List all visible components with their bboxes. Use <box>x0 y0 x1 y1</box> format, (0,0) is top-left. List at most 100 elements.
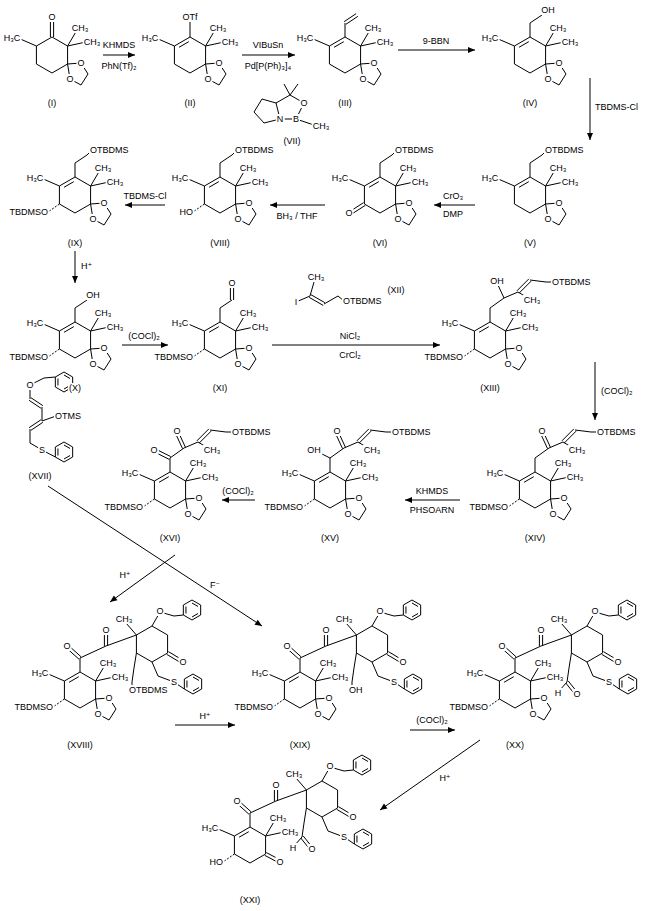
bond-line <box>193 349 204 357</box>
bond-line <box>345 64 361 73</box>
bond-line <box>621 681 622 688</box>
atom-label: O <box>313 709 322 719</box>
reaction-arrow <box>398 47 475 53</box>
bond-line <box>193 204 204 212</box>
reagent-label: H⁺ <box>198 711 211 721</box>
compound-structure: OHCH₃OTBDMSH₃CCH₃CH₃TBDMSOOO(XIII) <box>421 274 594 395</box>
atom-label: O <box>155 606 164 616</box>
bond-line <box>519 499 535 508</box>
bond-line <box>587 626 603 635</box>
bond-line <box>204 186 205 204</box>
bond-line <box>404 674 413 679</box>
bond-line <box>564 509 571 520</box>
bond-line <box>326 635 356 646</box>
atom-label: O <box>548 509 557 519</box>
bond-line <box>276 95 290 103</box>
bond-line <box>352 668 354 682</box>
atom-label: H₃C <box>281 468 300 478</box>
bond-line <box>30 429 31 443</box>
bond-line <box>306 808 322 817</box>
atom-label: CH₃ <box>203 445 222 455</box>
atom-label: S <box>390 677 398 687</box>
compound-number: (XI) <box>212 383 229 393</box>
compound-number: (II) <box>184 98 197 108</box>
bond-line <box>575 430 591 432</box>
atom-label: OTf <box>182 12 199 22</box>
bond-line <box>75 300 87 308</box>
atom-label: TBDMSO <box>153 352 194 362</box>
atom-label: TBDMSO <box>13 702 54 712</box>
arrowhead <box>110 595 117 602</box>
bond-line <box>284 681 285 699</box>
atom-label: CH₃ <box>221 37 240 47</box>
bond-line <box>159 477 169 483</box>
bond-line <box>254 112 264 123</box>
bond-line <box>185 481 186 499</box>
reagent-label: VIBuSn <box>252 40 285 50</box>
bond-line <box>519 481 520 499</box>
bond-line <box>514 204 530 213</box>
bond-line <box>233 287 234 300</box>
atom-label: O <box>325 761 334 771</box>
bond-line <box>409 214 416 225</box>
bond-line <box>302 823 304 837</box>
bond-line <box>170 458 171 472</box>
atom-label: O <box>358 74 367 84</box>
atom-label: CH₃ <box>554 458 573 468</box>
bond-line <box>514 37 530 46</box>
bond-line <box>488 699 499 707</box>
bond-line <box>36 46 37 64</box>
bond-line <box>157 453 169 459</box>
bond-line <box>235 186 236 204</box>
bond-line <box>80 699 96 708</box>
bond-line <box>90 331 91 349</box>
bond-line <box>517 279 529 291</box>
bond-line <box>404 679 405 689</box>
bond-line <box>303 499 314 507</box>
bond-line <box>52 64 68 73</box>
bond-line <box>219 74 226 85</box>
atom-label: CH₃ <box>269 813 288 823</box>
bond-line <box>330 458 331 472</box>
bond-line <box>387 635 388 653</box>
compound-number: (XIV) <box>524 533 547 543</box>
bond-line <box>90 186 91 204</box>
bond-line <box>64 681 65 699</box>
bond-line <box>362 769 368 773</box>
bond-line <box>413 688 419 692</box>
bond-line <box>412 614 418 618</box>
atom-label: TBDMSO <box>233 702 274 712</box>
atom-label: H₃C <box>3 33 22 43</box>
bond-line <box>345 481 346 499</box>
bond-line <box>406 681 407 688</box>
bond-line <box>184 442 198 448</box>
bond-line <box>64 327 74 333</box>
bond-line <box>544 709 551 720</box>
bond-line <box>479 327 489 333</box>
reaction-arrow <box>434 202 475 208</box>
bond-line <box>542 436 548 449</box>
bond-line <box>209 327 219 333</box>
bond-line <box>490 308 491 322</box>
atom-label: CH₃ <box>189 458 208 468</box>
bond-line <box>559 74 566 85</box>
reagent-label: KHMDS <box>102 40 137 50</box>
atom-label: O <box>590 606 599 616</box>
bond-line <box>499 681 500 699</box>
bond-line <box>329 46 330 64</box>
bond-line <box>152 626 168 635</box>
arrowhead <box>587 133 593 140</box>
bond-line <box>319 477 329 483</box>
compound-number: (XVII) <box>27 471 52 481</box>
atom-label: O <box>543 214 552 224</box>
bond-line <box>515 672 531 681</box>
bond-line <box>530 163 531 177</box>
bond-line <box>53 21 54 37</box>
bond-line <box>490 298 504 308</box>
bond-line <box>550 481 551 499</box>
arrow-line <box>398 50 475 51</box>
atom-label: CH₃ <box>111 672 130 682</box>
bond-line <box>64 375 70 379</box>
bond-line <box>109 709 116 720</box>
